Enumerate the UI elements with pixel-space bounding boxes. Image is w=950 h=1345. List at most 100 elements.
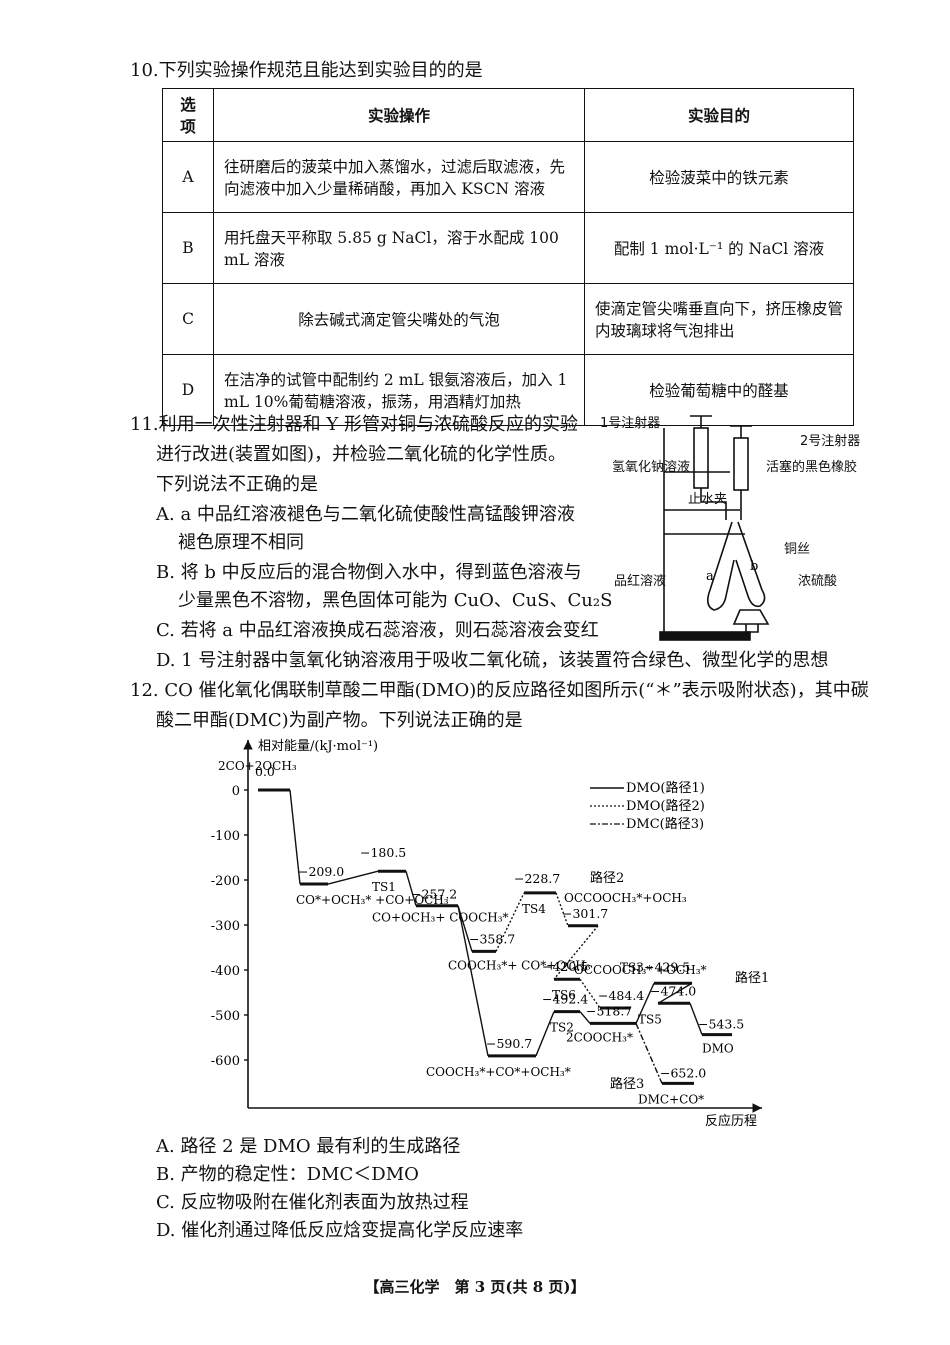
reaction-path (635, 982, 655, 1024)
species-label: 2COOCH₃* (566, 1030, 633, 1044)
q10-table: 选项 实验操作 实验目的 A 往研磨后的菠菜中加入蒸馏水，过滤后取滤液，先向滤液… (162, 88, 854, 426)
table-row: C 除去碱式滴定管尖嘴处的气泡 使滴定管尖嘴垂直向下，挤压橡皮管内玻璃球将气泡排… (162, 283, 854, 355)
y-tick-label: -300 (211, 919, 240, 934)
species-label: TS6 (552, 988, 576, 1002)
species-label: 2CO+2OCH₃ (218, 759, 297, 773)
energy-value-label: 0.0 (255, 764, 275, 779)
energy-value-label: −590.7 (486, 1036, 532, 1051)
q11-stem-line2: 进行改进(装置如图)，并检验二氧化硫的化学性质。 (156, 444, 567, 465)
magenta-label: 品红溶液 (614, 574, 667, 589)
species-label: COOCH₃*+CO*+OCH₃* (426, 1065, 571, 1079)
reaction-path (457, 905, 489, 1056)
energy-value-label: −209.0 (298, 864, 344, 879)
energy-chart-svg: 相对能量/(kJ·mol⁻¹) 反应历程 0 -100 -200 -300 -400 -5… (211, 739, 770, 1129)
energy-chart: 相对能量/(kJ·mol⁻¹) 反应历程 0 -100 -200 -300 -400 -5… (200, 730, 780, 1130)
energy-value-label: −180.5 (360, 845, 406, 860)
q12-option-d: D. 催化剂通过降低反应焓变提高化学反应速率 (156, 1220, 524, 1241)
reaction-path (579, 978, 601, 1009)
label-a: a (706, 569, 714, 584)
label-b: b (750, 559, 758, 574)
table-header: 实验操作 (213, 88, 585, 142)
species-label: TS4 (522, 902, 546, 916)
table-cell: 检验葡萄糖中的醛基 (584, 354, 854, 426)
table-cell: 使滴定管尖嘴垂直向下，挤压橡皮管内玻璃球将气泡排出 (584, 283, 854, 355)
q11-option-b-cont: 少量黑色不溶物，黑色固体可能为 CuO、CuS、Cu₂S (178, 590, 613, 611)
path-label-2: 路径2 (590, 870, 624, 886)
table-cell: 检验菠菜中的铁元素 (584, 141, 854, 213)
q12-stem-line2: 酸二甲酯(DMC)为副产物。下列说法正确的是 (156, 710, 523, 731)
table-cell: C (162, 283, 214, 355)
energy-value-label: −420.5 (542, 959, 588, 974)
reaction-path (289, 789, 301, 885)
path-label-3: 路径3 (610, 1076, 644, 1092)
reaction-path (535, 1011, 555, 1057)
naoh-label: 氢氧化钠溶液 (612, 460, 691, 475)
species-label: TS2 (550, 1021, 574, 1035)
y-tick-label: 0 (232, 784, 240, 799)
table-header: 选项 (162, 88, 214, 142)
reaction-path (689, 1003, 703, 1035)
energy-value-label: −429.5 (644, 959, 690, 974)
reaction-path (579, 1011, 591, 1024)
energy-value-label: −301.7 (562, 906, 608, 921)
acid-label: 浓硫酸 (798, 574, 838, 589)
energy-value-label: −358.7 (469, 931, 515, 946)
table-row: A 往研磨后的菠菜中加入蒸馏水，过滤后取滤液，先向滤液中加入少量稀硝酸，再加入 … (162, 141, 854, 213)
species-label: COOCH₃*+ CO*+OCH₃ (448, 958, 591, 972)
legend-item: DMC(路径3) (626, 816, 704, 832)
q11-option-c: C. 若将 a 中品红溶液换成石蕊溶液，则石蕊溶液会变红 (156, 620, 599, 641)
species-label: OCCOOCH₃*+OCH₃ (564, 891, 687, 905)
reaction-path (457, 905, 473, 952)
q10-stem: 10.下列实验操作规范且能达到实验目的的是 (130, 60, 483, 81)
reaction-path (553, 925, 599, 980)
species-label: CO*+OCH₃* +CO+OCH₃ (296, 893, 449, 907)
q12-option-c: C. 反应物吸附在催化剂表面为放热过程 (156, 1192, 469, 1213)
table-cell: A (162, 141, 214, 213)
reaction-path (635, 1023, 663, 1084)
syringe1-label: 1号注射器 (600, 416, 661, 431)
species-label: TS3 (620, 960, 644, 974)
energy-value-label: −484.4 (598, 988, 644, 1003)
q11-stem-line3: 下列说法不正确的是 (156, 474, 318, 495)
copper-label: 铜丝 (784, 542, 811, 557)
reaction-path (327, 870, 379, 885)
species-label: TS1 (372, 880, 396, 894)
y-tick-label: -500 (211, 1009, 240, 1024)
reaction-path (555, 892, 569, 927)
y-tick-label: -100 (211, 829, 240, 844)
table-cell: 往研磨后的菠菜中加入蒸馏水，过滤后取滤液，先向滤液中加入少量稀硝酸，再加入 KS… (213, 141, 585, 213)
page-footer: 【高三化学 第 3 页(共 8 页)】 (364, 1278, 586, 1296)
rubber-label: 活塞的黑色橡胶 (766, 460, 858, 475)
x-axis-label: 反应历程 (705, 1113, 757, 1129)
q12-option-a: A. 路径 2 是 DMO 最有利的生成路径 (156, 1136, 461, 1157)
table-row: B 用托盘天平称取 5.85 g NaCl，溶于水配成 100 mL 溶液 配制… (162, 212, 854, 284)
species-label: DMC+CO* (638, 1092, 704, 1106)
species-label: DMO (702, 1042, 734, 1056)
table-header: 实验目的 (584, 88, 854, 142)
reaction-path (657, 982, 693, 1004)
legend: DMO(路径1) DMO(路径2) DMC(路径3) (590, 780, 705, 832)
table-cell: 用托盘天平称取 5.85 g NaCl，溶于水配成 100 mL 溶液 (213, 212, 585, 284)
apparatus-figure: a b 1号注射器 2号注射器 氢氧化钠溶液 活塞的黑色橡胶 止水夹 铜丝 品红… (600, 410, 870, 645)
q12-option-b: B. 产物的稳定性：DMC＜DMO (156, 1164, 419, 1185)
q11-stem-line1: 11.利用一次性注射器和 Y 形管对铜与浓硫酸反应的实验 (130, 414, 578, 435)
path-label-1: 路径1 (735, 970, 769, 986)
y-tick-label: -600 (211, 1054, 240, 1069)
q12-stem-line1: 12. CO 催化氧化偶联制草酸二甲酯(DMO)的反应路径如图所示(“＊”表示吸… (130, 680, 869, 701)
q11-option-d: D. 1 号注射器中氢氧化钠溶液用于吸收二氧化硫，该装置符合绿色、微型化学的思想 (156, 650, 829, 671)
table-row: D 在洁净的试管中配制约 2 mL 银氨溶液后，加入 1 mL 10%葡萄糖溶液… (162, 354, 854, 426)
table-cell: D (162, 354, 214, 426)
reaction-path (495, 892, 525, 952)
table-cell: B (162, 212, 214, 284)
species-label: TS5 (638, 1012, 662, 1026)
energy-value-label: −257.2 (411, 887, 457, 902)
y-axis-label: 相对能量/(kJ·mol⁻¹) (258, 739, 378, 754)
clamp-label: 止水夹 (688, 492, 728, 507)
reaction-path (405, 871, 417, 906)
energy-value-label: −474.0 (650, 983, 696, 998)
table-cell: 除去碱式滴定管尖嘴处的气泡 (213, 283, 585, 355)
energy-value-label: −228.7 (514, 871, 560, 886)
legend-item: DMO(路径1) (626, 780, 705, 796)
y-tick-label: -200 (211, 874, 240, 889)
y-tick-label: -400 (211, 964, 240, 979)
